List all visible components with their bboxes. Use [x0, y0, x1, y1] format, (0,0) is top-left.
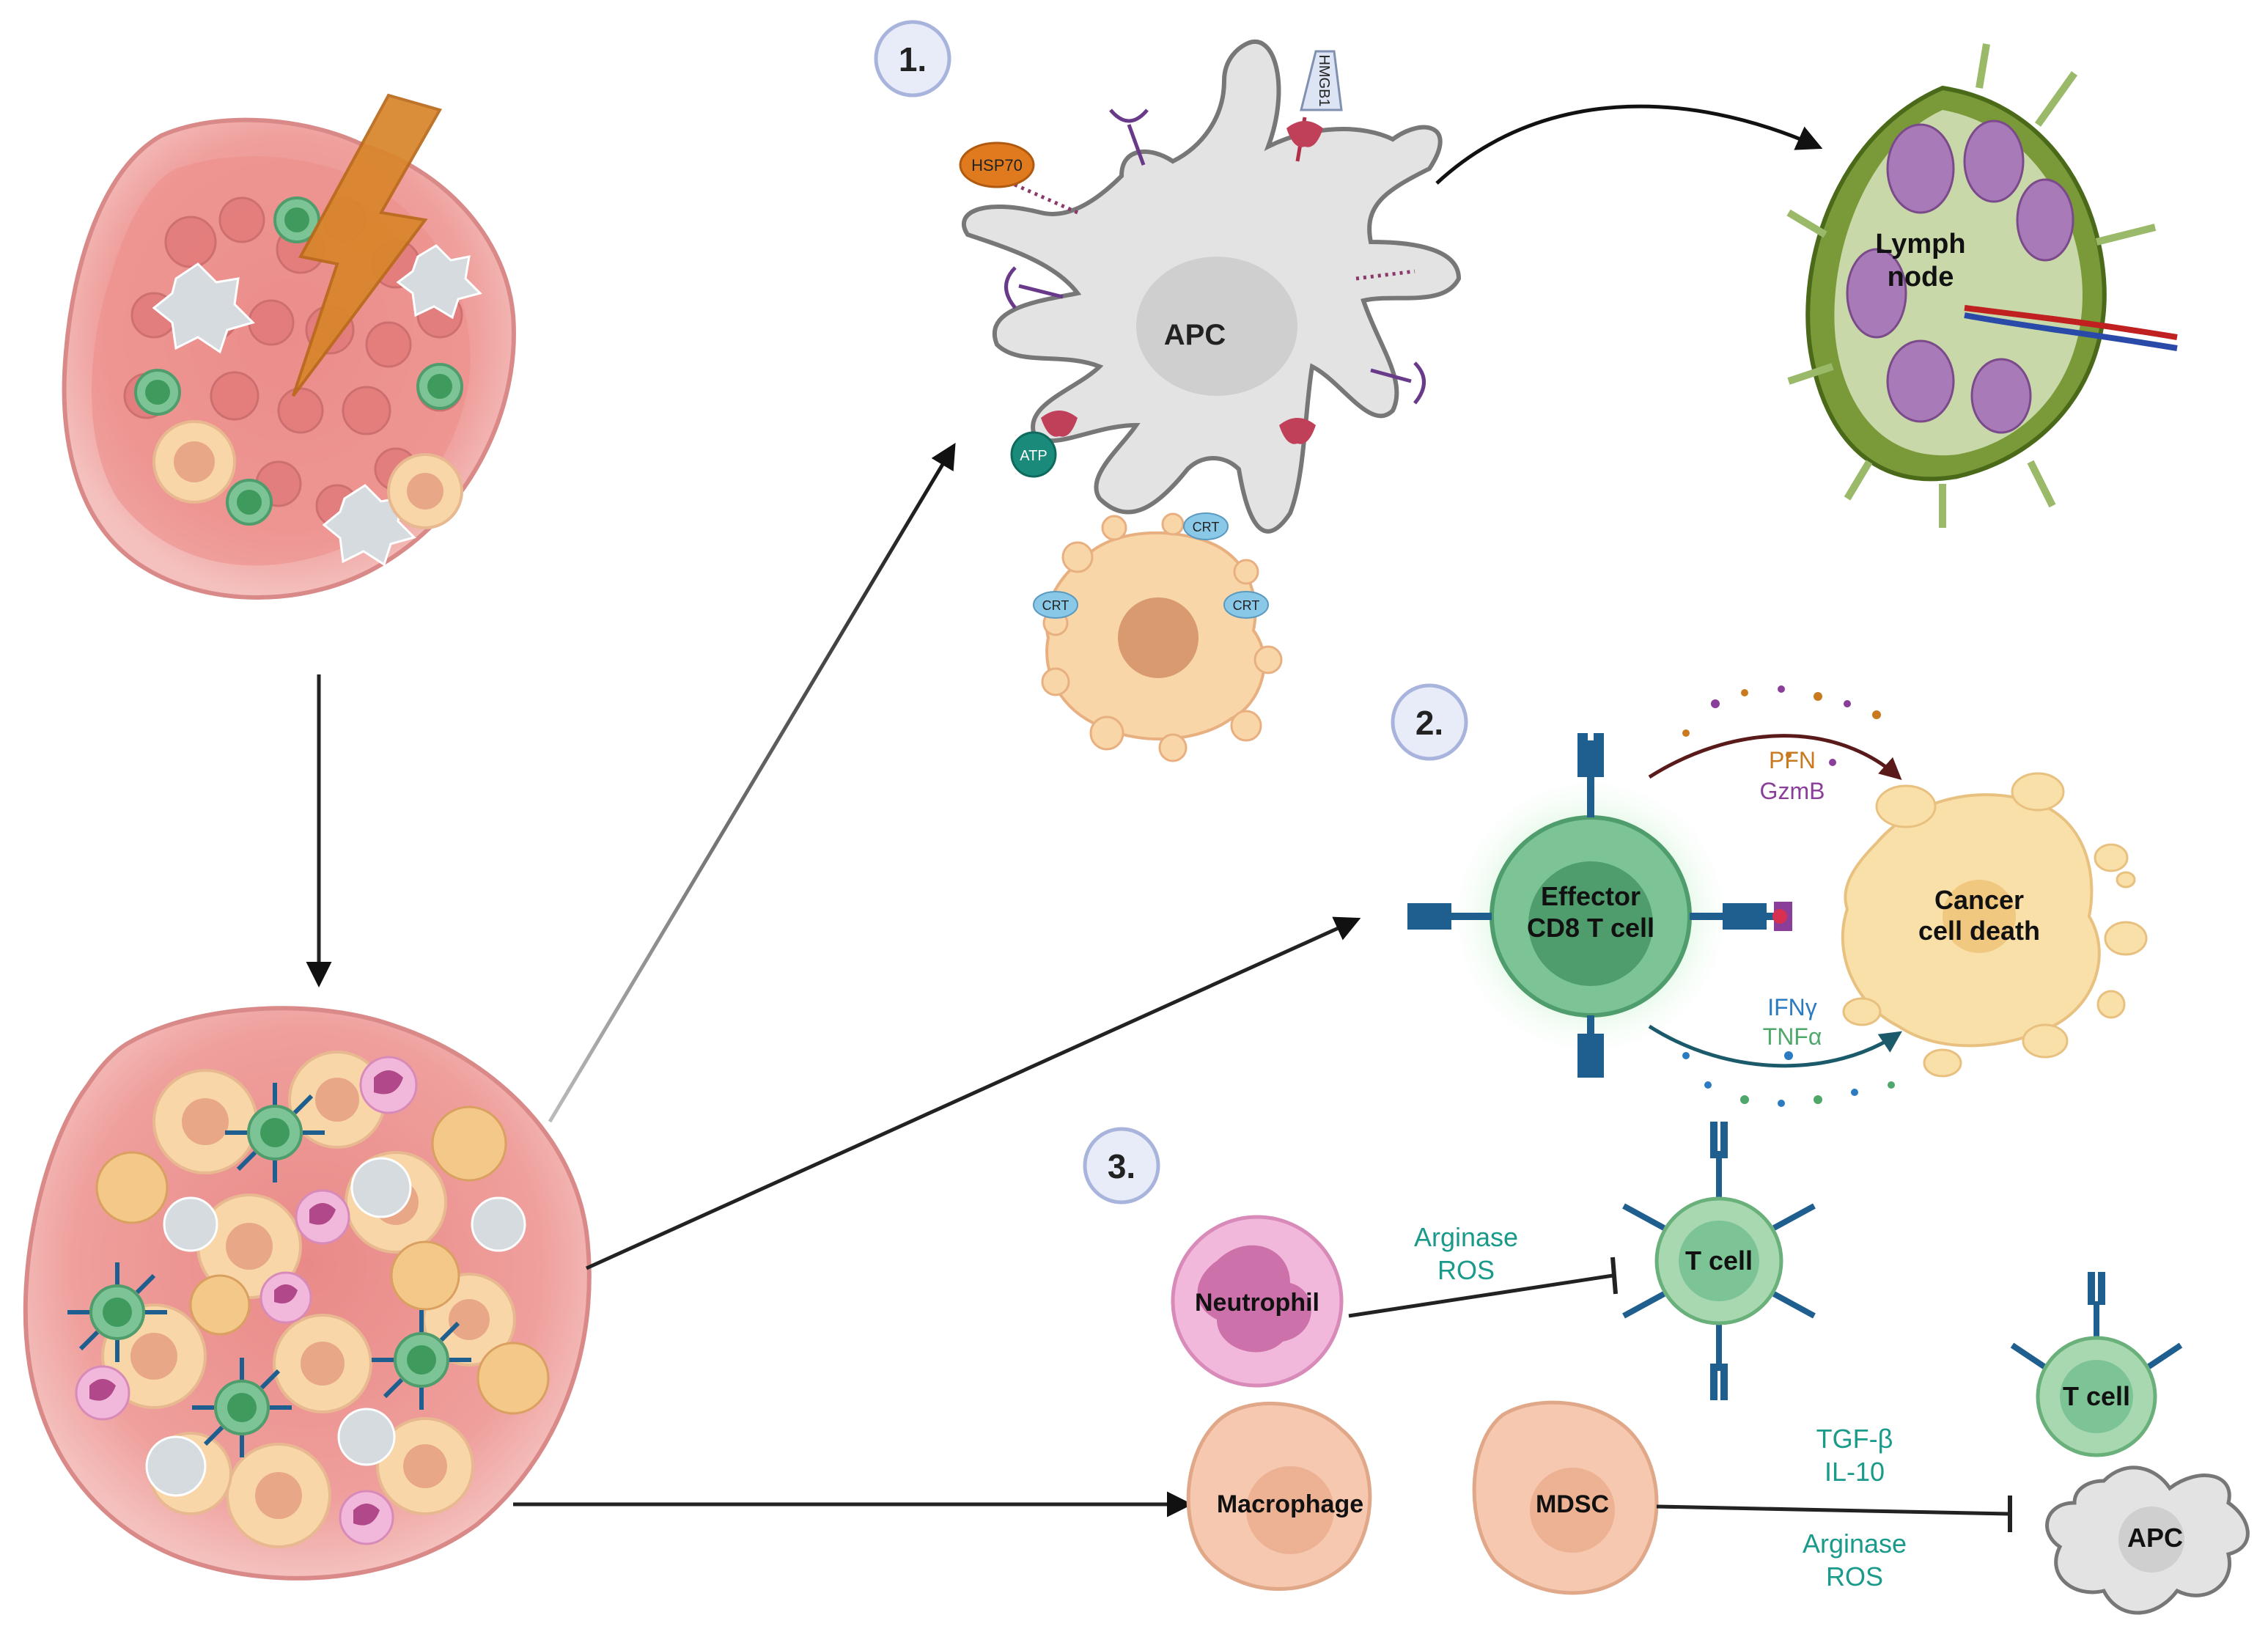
crt-label-1: CRT [1193, 520, 1220, 534]
apc-small: APC [2045, 1465, 2250, 1615]
atp-marker: ATP [1010, 411, 1078, 478]
step-badge-3: 3. [1083, 1127, 1160, 1204]
tnfa-label: TNFα [1763, 1023, 1822, 1050]
radiation-lightning-icon [292, 93, 443, 397]
cancer-cell-death: Cancer cell death [1841, 772, 2148, 1078]
step-badge-2: 2. [1391, 683, 1468, 761]
ifng-tnfa-arrow [1648, 1024, 1902, 1068]
arrow-to-step1 [548, 442, 956, 1123]
neutrophil-factor-1: Arginase [1414, 1222, 1518, 1252]
apc-dendritic-cell: APC HMGB1 HSP70 ATP [959, 40, 1462, 534]
myeloid-factor-bottom-2: ROS [1826, 1561, 1883, 1592]
crt-label-3: CRT [1233, 598, 1260, 613]
arrow-to-lymph-node [1435, 104, 1823, 185]
lymph-node-label-2: node [1888, 262, 1954, 293]
t-cells-infiltrating [67, 1083, 471, 1457]
ifng-label: IFNγ [1767, 994, 1817, 1020]
hmgb1-marker: HMGB1 [1286, 50, 1343, 162]
cancer-death-label-2: cell death [1918, 916, 2040, 946]
step-badge-1: 1. [874, 20, 951, 98]
step-3-label: 3. [1108, 1147, 1135, 1185]
crt-marker: CRT CRT CRT [1033, 512, 1269, 619]
dying-cancer-cell: CRT CRT CRT [1033, 512, 1283, 762]
hmgb1-label: HMGB1 [1316, 54, 1332, 106]
apc-small-label: APC [2127, 1523, 2183, 1553]
pfn-gzmb-arrow [1648, 734, 1902, 780]
myeloid-factor-bottom-1: Arginase [1803, 1529, 1907, 1559]
neutrophil-label: Neutrophil [1195, 1289, 1319, 1317]
myeloid-inhibition [1656, 1496, 2012, 1532]
hsp70-label: HSP70 [971, 156, 1023, 174]
arrow-to-step2 [585, 916, 1361, 1270]
t-cell-suppressed-1: T cell [1622, 1122, 1816, 1400]
cytokine-dots [1682, 685, 1895, 1107]
t-cell-label-1: T cell [1685, 1246, 1753, 1276]
macrophage-cell: Macrophage [1186, 1402, 1372, 1591]
effector-cd8-t-cell: Effector CD8 T cell [1407, 733, 1792, 1078]
gzmb-label: GzmB [1760, 778, 1825, 804]
neutrophil-factor-2: ROS [1437, 1255, 1495, 1285]
mdsc-label: MDSC [1536, 1490, 1609, 1518]
step-2-label: 2. [1415, 704, 1443, 742]
t-cell-suppressed-2: T cell [2010, 1272, 2183, 1457]
step-1-label: 1. [899, 40, 927, 78]
myeloid-factor-top-2: IL-10 [1825, 1457, 1885, 1487]
t-cell-small [134, 196, 463, 526]
pfn-label: PFN [1769, 747, 1816, 773]
neutrophil-inhibition [1348, 1257, 1618, 1318]
t-cell-label-2: T cell [2063, 1381, 2130, 1411]
neutrophil-cell: Neutrophil [1171, 1215, 1344, 1388]
mdsc-cell: MDSC [1472, 1400, 1659, 1595]
crt-label-2: CRT [1042, 598, 1069, 613]
atp-label: ATP [1020, 448, 1047, 464]
macrophage-label: Macrophage [1217, 1490, 1363, 1518]
tumor-bottom [23, 1006, 592, 1581]
cancer-death-label-1: Cancer [1934, 885, 2024, 915]
effector-label-2: CD8 T cell [1527, 913, 1654, 943]
apc-label: APC [1164, 319, 1226, 351]
tumor-top [62, 93, 516, 600]
myeloid-factor-top-1: TGF-β [1816, 1424, 1893, 1454]
hsp70-marker: HSP70 [959, 141, 1079, 215]
effector-label-1: Effector [1541, 881, 1641, 911]
lymph-node: Lymph node [1786, 43, 2178, 528]
lymph-node-label-1: Lymph [1875, 229, 1965, 260]
